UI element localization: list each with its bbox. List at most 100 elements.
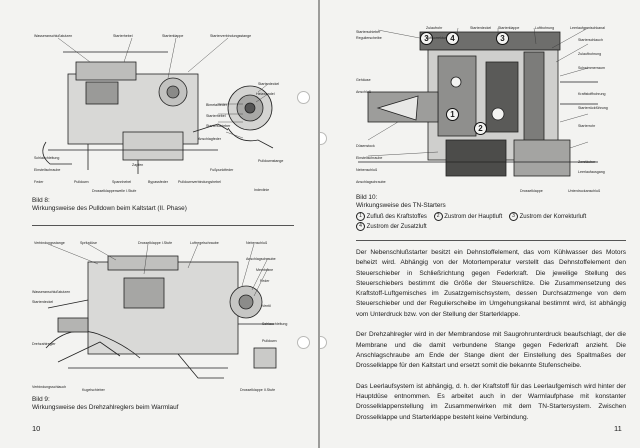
fig9-label: Ventil bbox=[262, 304, 271, 308]
fig10-caption-text: Wirkungsweise des TN-Starters bbox=[356, 202, 446, 209]
marker-2: 2 bbox=[474, 122, 487, 135]
fig9-label: Starterdeckel bbox=[32, 300, 54, 304]
left-page: Wasseranschlußstutzen Starterhebel Start… bbox=[0, 0, 318, 448]
fig10-label: Starterklappe bbox=[498, 26, 520, 30]
fig8-label: Starterschieber bbox=[206, 124, 231, 128]
paragraph-2: Der Drehzahlregler wird in der Membrando… bbox=[356, 331, 626, 370]
fig8-label: Feder bbox=[34, 180, 44, 184]
marker-3: 3 bbox=[420, 32, 433, 45]
marker-1: 1 bbox=[446, 108, 459, 121]
fig8-label: Pulldown bbox=[74, 180, 89, 184]
fig9-label: Membrane bbox=[256, 268, 274, 272]
fig9-label: Verbindungsstange bbox=[34, 241, 65, 245]
fig9-label: Pulldown bbox=[262, 339, 277, 343]
fig10-label: Einstellschraube bbox=[356, 156, 383, 160]
book-gutter bbox=[318, 0, 320, 448]
fig8-caption-title: Bild 8: bbox=[32, 197, 50, 204]
legend-number: 1 bbox=[356, 212, 365, 221]
fig10-label: Kraftstoffbohrung bbox=[578, 92, 606, 96]
fig10-label: Drosselklappe bbox=[520, 189, 543, 193]
paragraph-3: Das Leerlaufsystem ist abhängig, d. h. d… bbox=[356, 382, 626, 421]
fig9-label: Kugelschieber bbox=[82, 388, 105, 392]
page-number-left: 10 bbox=[32, 424, 41, 433]
fig8-label: Pulldownstange bbox=[258, 159, 284, 163]
fig9-label: Anschlagschraube bbox=[246, 257, 276, 261]
fig8-label: Starterdeckel bbox=[258, 82, 280, 86]
fig10-label: Unterdruckanschluß bbox=[568, 189, 601, 193]
marker-4: 4 bbox=[446, 32, 459, 45]
fig10-label: Starterrohr bbox=[578, 124, 596, 128]
fig10-label: Anschlagschraube bbox=[356, 180, 386, 184]
fig8-label: Spannhebel bbox=[112, 180, 132, 184]
fig10-label: Düsenstock bbox=[356, 144, 375, 148]
fig9-label: Schlauchleitung bbox=[262, 322, 288, 326]
fig8-label: Zapfen bbox=[132, 163, 144, 167]
binder-hole-bottom-left bbox=[297, 336, 310, 349]
fig10-label: Zerstäuber bbox=[578, 160, 596, 164]
fig9-caption-title: Bild 9: bbox=[32, 396, 50, 403]
fig10-label: Gehäuse bbox=[356, 78, 371, 82]
fig8-caption-text: Wirkungsweise des Pulldown beim Kaltstar… bbox=[32, 205, 187, 212]
fig9-label: Wasseranschlußstutzen bbox=[32, 290, 71, 294]
fig8-label: Starterhebel bbox=[206, 114, 226, 118]
legend-number: 2 bbox=[433, 212, 443, 221]
legend-number: 3 bbox=[508, 212, 518, 221]
fig10-label: Regulierscheibe bbox=[356, 36, 382, 40]
fig8-label: Starterverbindungsstange bbox=[210, 34, 252, 38]
fig8-label: Bypassfeder bbox=[148, 180, 168, 184]
fig8-label: Schlauchleitung bbox=[34, 156, 60, 160]
fig10-label: Luftbohrung bbox=[535, 26, 555, 30]
fig10-label: Starterrückführung bbox=[578, 106, 608, 110]
text-divider bbox=[356, 240, 626, 241]
legend-text: Zustrom der Korrekturluft bbox=[519, 214, 587, 221]
fig9-label: Drosselklappe I.Stufe bbox=[138, 241, 173, 245]
fig10-label: Leerlaufgemischkanal bbox=[570, 26, 605, 30]
fig8-label: Einstellschraube bbox=[34, 168, 61, 172]
legend-row: 4 Zustrom der Zusatzluft bbox=[356, 222, 626, 232]
fig8-label: Bimetallfeder bbox=[206, 103, 227, 107]
paragraph-1: Der Nebenschlußstarter besitzt ein Dehns… bbox=[356, 249, 626, 318]
fig10-label: Zulaufrohr bbox=[426, 26, 443, 30]
fig8-label: Anschlagfeder bbox=[198, 137, 221, 141]
fig10-caption-title: Bild 10: bbox=[356, 194, 378, 201]
fig9-label: Nebenschluß bbox=[246, 241, 268, 245]
fig10-label: Nebenschluß bbox=[356, 168, 378, 172]
page-number-right: 11 bbox=[614, 424, 622, 433]
fig10-label: Starterdeckel bbox=[470, 26, 492, 30]
legend-row: 1 Zufluß des Kraftstoffes 2 Zustrom der … bbox=[356, 212, 626, 222]
fig8-label: Indexlinie bbox=[254, 188, 270, 192]
fig9-label: Drehzahlregler bbox=[32, 342, 56, 346]
fig9-label: Spritzdüse bbox=[80, 241, 97, 245]
legend-text: Zustrom der Hauptluft bbox=[444, 214, 503, 221]
marker-3: 3 bbox=[496, 32, 509, 45]
fig9-label: Luftregelschraube bbox=[190, 241, 219, 245]
figure-8-drawing bbox=[42, 37, 274, 174]
fig10-label: Starterschieber bbox=[356, 30, 381, 34]
binder-hole-top-left bbox=[297, 91, 310, 104]
fig8-label: Starterhebel bbox=[113, 34, 133, 38]
fig8-label: Starterklappe bbox=[162, 34, 184, 38]
fig9-label: Drosselklappe II.Stufe bbox=[240, 388, 276, 392]
figure-divider bbox=[32, 225, 294, 226]
fig8-label: Drosselklappenwelle I.Stufe bbox=[92, 189, 137, 193]
legend-text: Zufluß des Kraftstoffes bbox=[366, 214, 427, 221]
legend-text: Zustrom der Zusatzluft bbox=[366, 224, 427, 231]
body-text: Der Nebenschlußstarter besitzt ein Dehns… bbox=[356, 248, 626, 433]
fig10-label: Zulaufbohrung bbox=[578, 52, 602, 56]
fig10-label: Leerlaufausgang bbox=[578, 170, 605, 174]
right-page: 3 4 3 1 2 Starterschieber Regulierscheib… bbox=[320, 0, 640, 448]
fig8-label: Pulldownverbindungshebel bbox=[178, 180, 221, 184]
fig10-label: Schwimmerraum bbox=[578, 66, 605, 70]
fig8-label: Heizwendel bbox=[256, 92, 275, 96]
fig10-label: Starterschlauch bbox=[578, 38, 603, 42]
fig10-legend: 1 Zufluß des Kraftstoffes 2 Zustrom der … bbox=[356, 212, 626, 232]
fig10-label: Luftkorrektur bbox=[426, 36, 447, 40]
fig9-caption-text: Wirkungsweise des Drehzahlreglers beim W… bbox=[32, 404, 179, 411]
fig8-label: Fußpunktfeder bbox=[210, 168, 234, 172]
fig8-label: Wasseranschlußstutzen bbox=[34, 34, 73, 38]
figure-9-drawing bbox=[45, 243, 277, 379]
legend-number: 4 bbox=[356, 222, 365, 232]
binder-hole-bottom-right bbox=[320, 336, 327, 349]
fig9-label: Verbindungsschlauch bbox=[32, 385, 67, 389]
